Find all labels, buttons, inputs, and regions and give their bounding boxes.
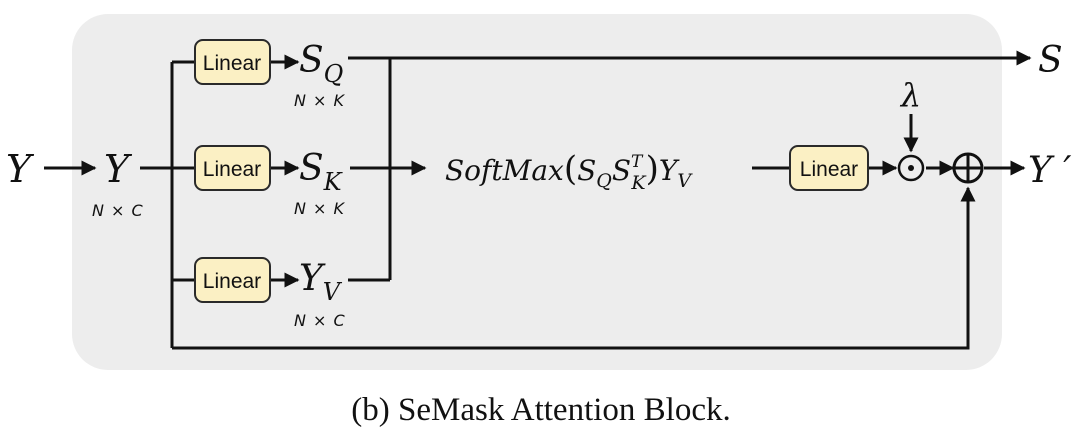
linear-box-v: Linear <box>194 257 271 303</box>
output-s-symbol: S <box>1038 40 1063 81</box>
input-node-dims: N × C <box>92 201 144 220</box>
branch-k-dims: N × K <box>294 199 346 218</box>
input-node-symbol: Y <box>104 147 133 191</box>
linear-box-k: Linear <box>194 145 271 191</box>
branch-k-base: S <box>299 148 324 189</box>
linear-box-q: Linear <box>194 39 271 85</box>
figure-caption: (b) SeMask Attention Block. <box>351 392 730 428</box>
branch-q-dims: N × K <box>294 91 346 110</box>
branch-k-symbol: SK <box>299 148 344 196</box>
branch-v-base: Y <box>299 258 326 299</box>
input-symbol: Y <box>6 147 35 191</box>
branch-k-sub: K <box>323 168 344 196</box>
formula-t2-sup: T <box>631 152 644 172</box>
formula-fn: SoftMax <box>445 154 564 187</box>
lambda-symbol: λ <box>899 76 921 114</box>
branch-q-sub: Q <box>324 60 344 88</box>
branch-v-symbol: YV <box>299 258 343 306</box>
formula-open: ( <box>564 149 577 189</box>
linear-box-out: Linear <box>789 145 869 191</box>
block-panel <box>72 14 1002 370</box>
linear-label: Linear <box>800 158 858 181</box>
formula-close: ) <box>646 149 659 189</box>
branch-q-symbol: SQ <box>299 40 343 88</box>
branch-q-base: S <box>299 40 324 81</box>
branch-v-dims: N × C <box>294 311 346 330</box>
formula-t2-base: S <box>612 154 631 187</box>
formula-t1-base: S <box>577 154 596 187</box>
formula-t1-sub: Q <box>596 170 612 192</box>
formula-t3-sub: V <box>677 170 693 192</box>
add-operator: ⊕ <box>952 152 984 184</box>
residual-path <box>172 186 976 350</box>
branch-v-sub: V <box>323 278 343 306</box>
linear-label: Linear <box>203 52 261 75</box>
output-y-symbol: Y ′ <box>1028 150 1071 191</box>
hadamard-operator: ⊙ <box>897 154 925 182</box>
formula-t2-sub: K <box>630 172 647 194</box>
linear-label: Linear <box>203 158 261 181</box>
linear-label: Linear <box>203 270 261 293</box>
formula-t3-base: Y <box>659 154 680 187</box>
